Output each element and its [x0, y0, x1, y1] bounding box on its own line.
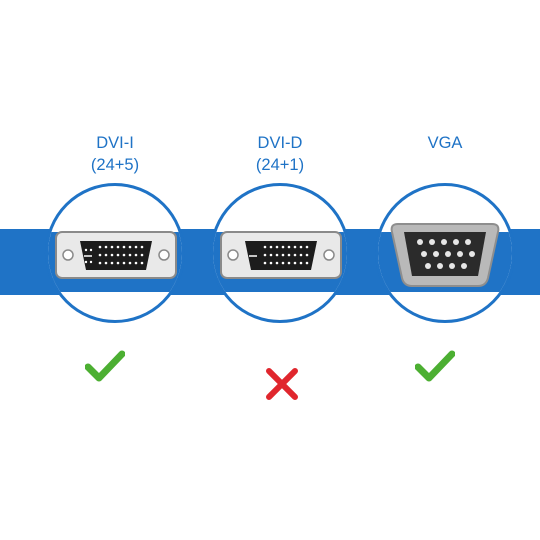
pin-grid	[417, 239, 475, 269]
connector-pin-count: (24+5)	[90, 156, 140, 174]
pin-grid	[84, 245, 144, 265]
vga-connector-icon	[378, 223, 512, 292]
connector-pin-count: (24+1)	[255, 156, 305, 174]
incompatible-cross-icon	[264, 366, 300, 407]
connector-name: DVI-D	[257, 134, 303, 152]
connector-circle	[45, 183, 185, 323]
connector-label: DVI-D (24+1)	[200, 132, 360, 176]
connector-circle	[210, 183, 350, 323]
connector-vga: VGA	[365, 0, 525, 540]
pin-grid	[263, 245, 309, 265]
dvi-d-connector-icon	[213, 231, 347, 292]
compatible-check-icon	[84, 350, 126, 389]
connector-circle	[375, 183, 515, 323]
connector-label: VGA	[365, 132, 525, 154]
connector-dvi-d: DVI-D (24+1)	[200, 0, 360, 540]
connector-name: VGA	[427, 134, 463, 152]
connector-label: DVI-I (24+5)	[35, 132, 195, 176]
connector-dvi-i: DVI-I (24+5)	[35, 0, 195, 540]
connector-name: DVI-I	[96, 134, 134, 152]
dvi-i-connector-icon	[48, 231, 182, 292]
compatible-check-icon	[414, 350, 456, 389]
